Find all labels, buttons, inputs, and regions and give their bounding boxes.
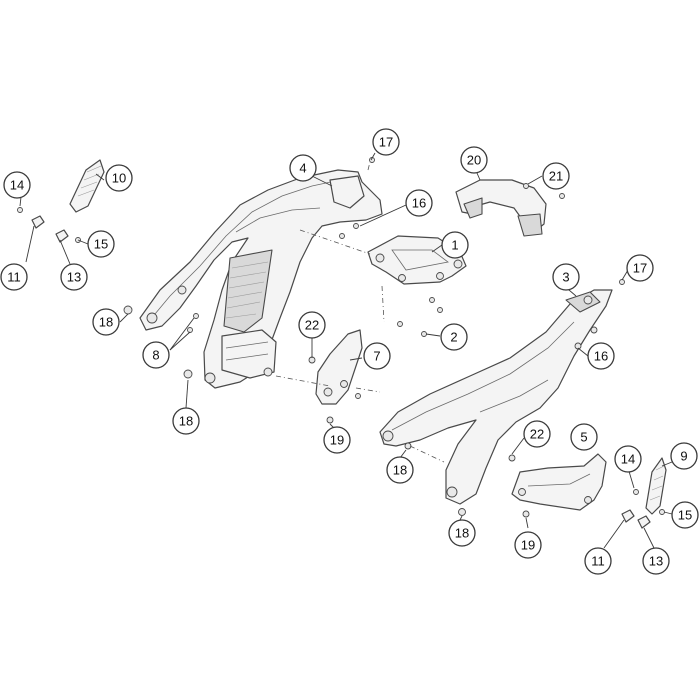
callout-15-left: 15 (87, 230, 115, 258)
callout-18-c: 18 (386, 456, 414, 484)
callout-19-b-label: 19 (521, 538, 535, 553)
callout-10-label: 10 (112, 171, 126, 186)
callout-1: 1 (441, 231, 469, 259)
callout-7: 7 (363, 342, 391, 370)
assembly-lines (275, 161, 445, 463)
callout-8-label: 8 (152, 348, 159, 363)
callout-11-right-label: 11 (591, 554, 605, 569)
callout-19-a: 19 (323, 426, 351, 454)
callout-8: 8 (142, 341, 170, 369)
callout-17-left-label: 17 (379, 135, 393, 150)
callout-9-label: 9 (680, 449, 687, 464)
callout-14-right: 14 (614, 445, 642, 473)
callout-18-d-label: 18 (455, 526, 469, 541)
callout-16-right-label: 16 (594, 349, 608, 364)
callout-18-c-label: 18 (393, 463, 407, 478)
callout-20-label: 20 (467, 153, 481, 168)
callout-19-a-label: 19 (330, 433, 344, 448)
callout-5-label: 5 (580, 430, 587, 445)
footrest-left (69, 159, 105, 213)
callout-14-right-label: 14 (621, 452, 635, 467)
callout-3: 3 (552, 263, 580, 291)
callout-3-label: 3 (562, 270, 569, 285)
callout-5: 5 (570, 423, 598, 451)
footrest-bracket-right (511, 453, 607, 511)
subframe-left (139, 169, 383, 389)
callout-14-left: 14 (3, 171, 31, 199)
subframe-right (379, 289, 613, 505)
callout-16-left-label: 16 (412, 196, 426, 211)
callout-13-right-label: 13 (649, 554, 663, 569)
callout-16-left: 16 (405, 189, 433, 217)
callout-20: 20 (460, 146, 488, 174)
callout-10: 10 (105, 164, 133, 192)
callout-9: 9 (670, 442, 698, 470)
callout-13-right: 13 (642, 547, 670, 575)
callout-15-right-label: 15 (678, 508, 692, 523)
callout-19-b: 19 (514, 531, 542, 559)
callout-15-right: 15 (671, 501, 699, 529)
callout-4: 4 (289, 154, 317, 182)
callout-11-left-label: 11 (7, 270, 21, 285)
callout-7-label: 7 (373, 349, 380, 364)
callout-2-label: 2 (450, 330, 457, 345)
callout-2: 2 (440, 323, 468, 351)
callout-1-label: 1 (451, 238, 458, 253)
footrest-right (645, 457, 667, 515)
callout-15-left-label: 15 (94, 237, 108, 252)
callout-17-right: 17 (626, 254, 654, 282)
callout-18-d: 18 (448, 519, 476, 547)
fasteners (17, 157, 665, 529)
callout-21: 21 (542, 162, 570, 190)
bracket-center (367, 235, 467, 285)
callout-17-left: 17 (372, 128, 400, 156)
callout-22-right: 22 (523, 420, 551, 448)
callout-16-right: 16 (587, 342, 615, 370)
callout-14-left-label: 14 (10, 178, 24, 193)
callout-17-right-label: 17 (633, 261, 647, 276)
callout-18-b-label: 18 (179, 414, 193, 429)
callout-22-right-label: 22 (530, 427, 544, 442)
callout-13-left-label: 13 (67, 270, 81, 285)
footrest-bracket-left (315, 329, 363, 405)
grab-handle (455, 179, 547, 237)
callout-22-left: 22 (298, 311, 326, 339)
callout-21-label: 21 (549, 169, 563, 184)
callout-11-left: 11 (0, 263, 28, 291)
callout-4-label: 4 (299, 161, 306, 176)
callout-13-left: 13 (60, 263, 88, 291)
callout-18-b: 18 (172, 407, 200, 435)
callout-22-left-label: 22 (305, 318, 319, 333)
callout-18-a-label: 18 (99, 315, 113, 330)
callout-11-right: 11 (584, 547, 612, 575)
callout-18-a: 18 (92, 308, 120, 336)
